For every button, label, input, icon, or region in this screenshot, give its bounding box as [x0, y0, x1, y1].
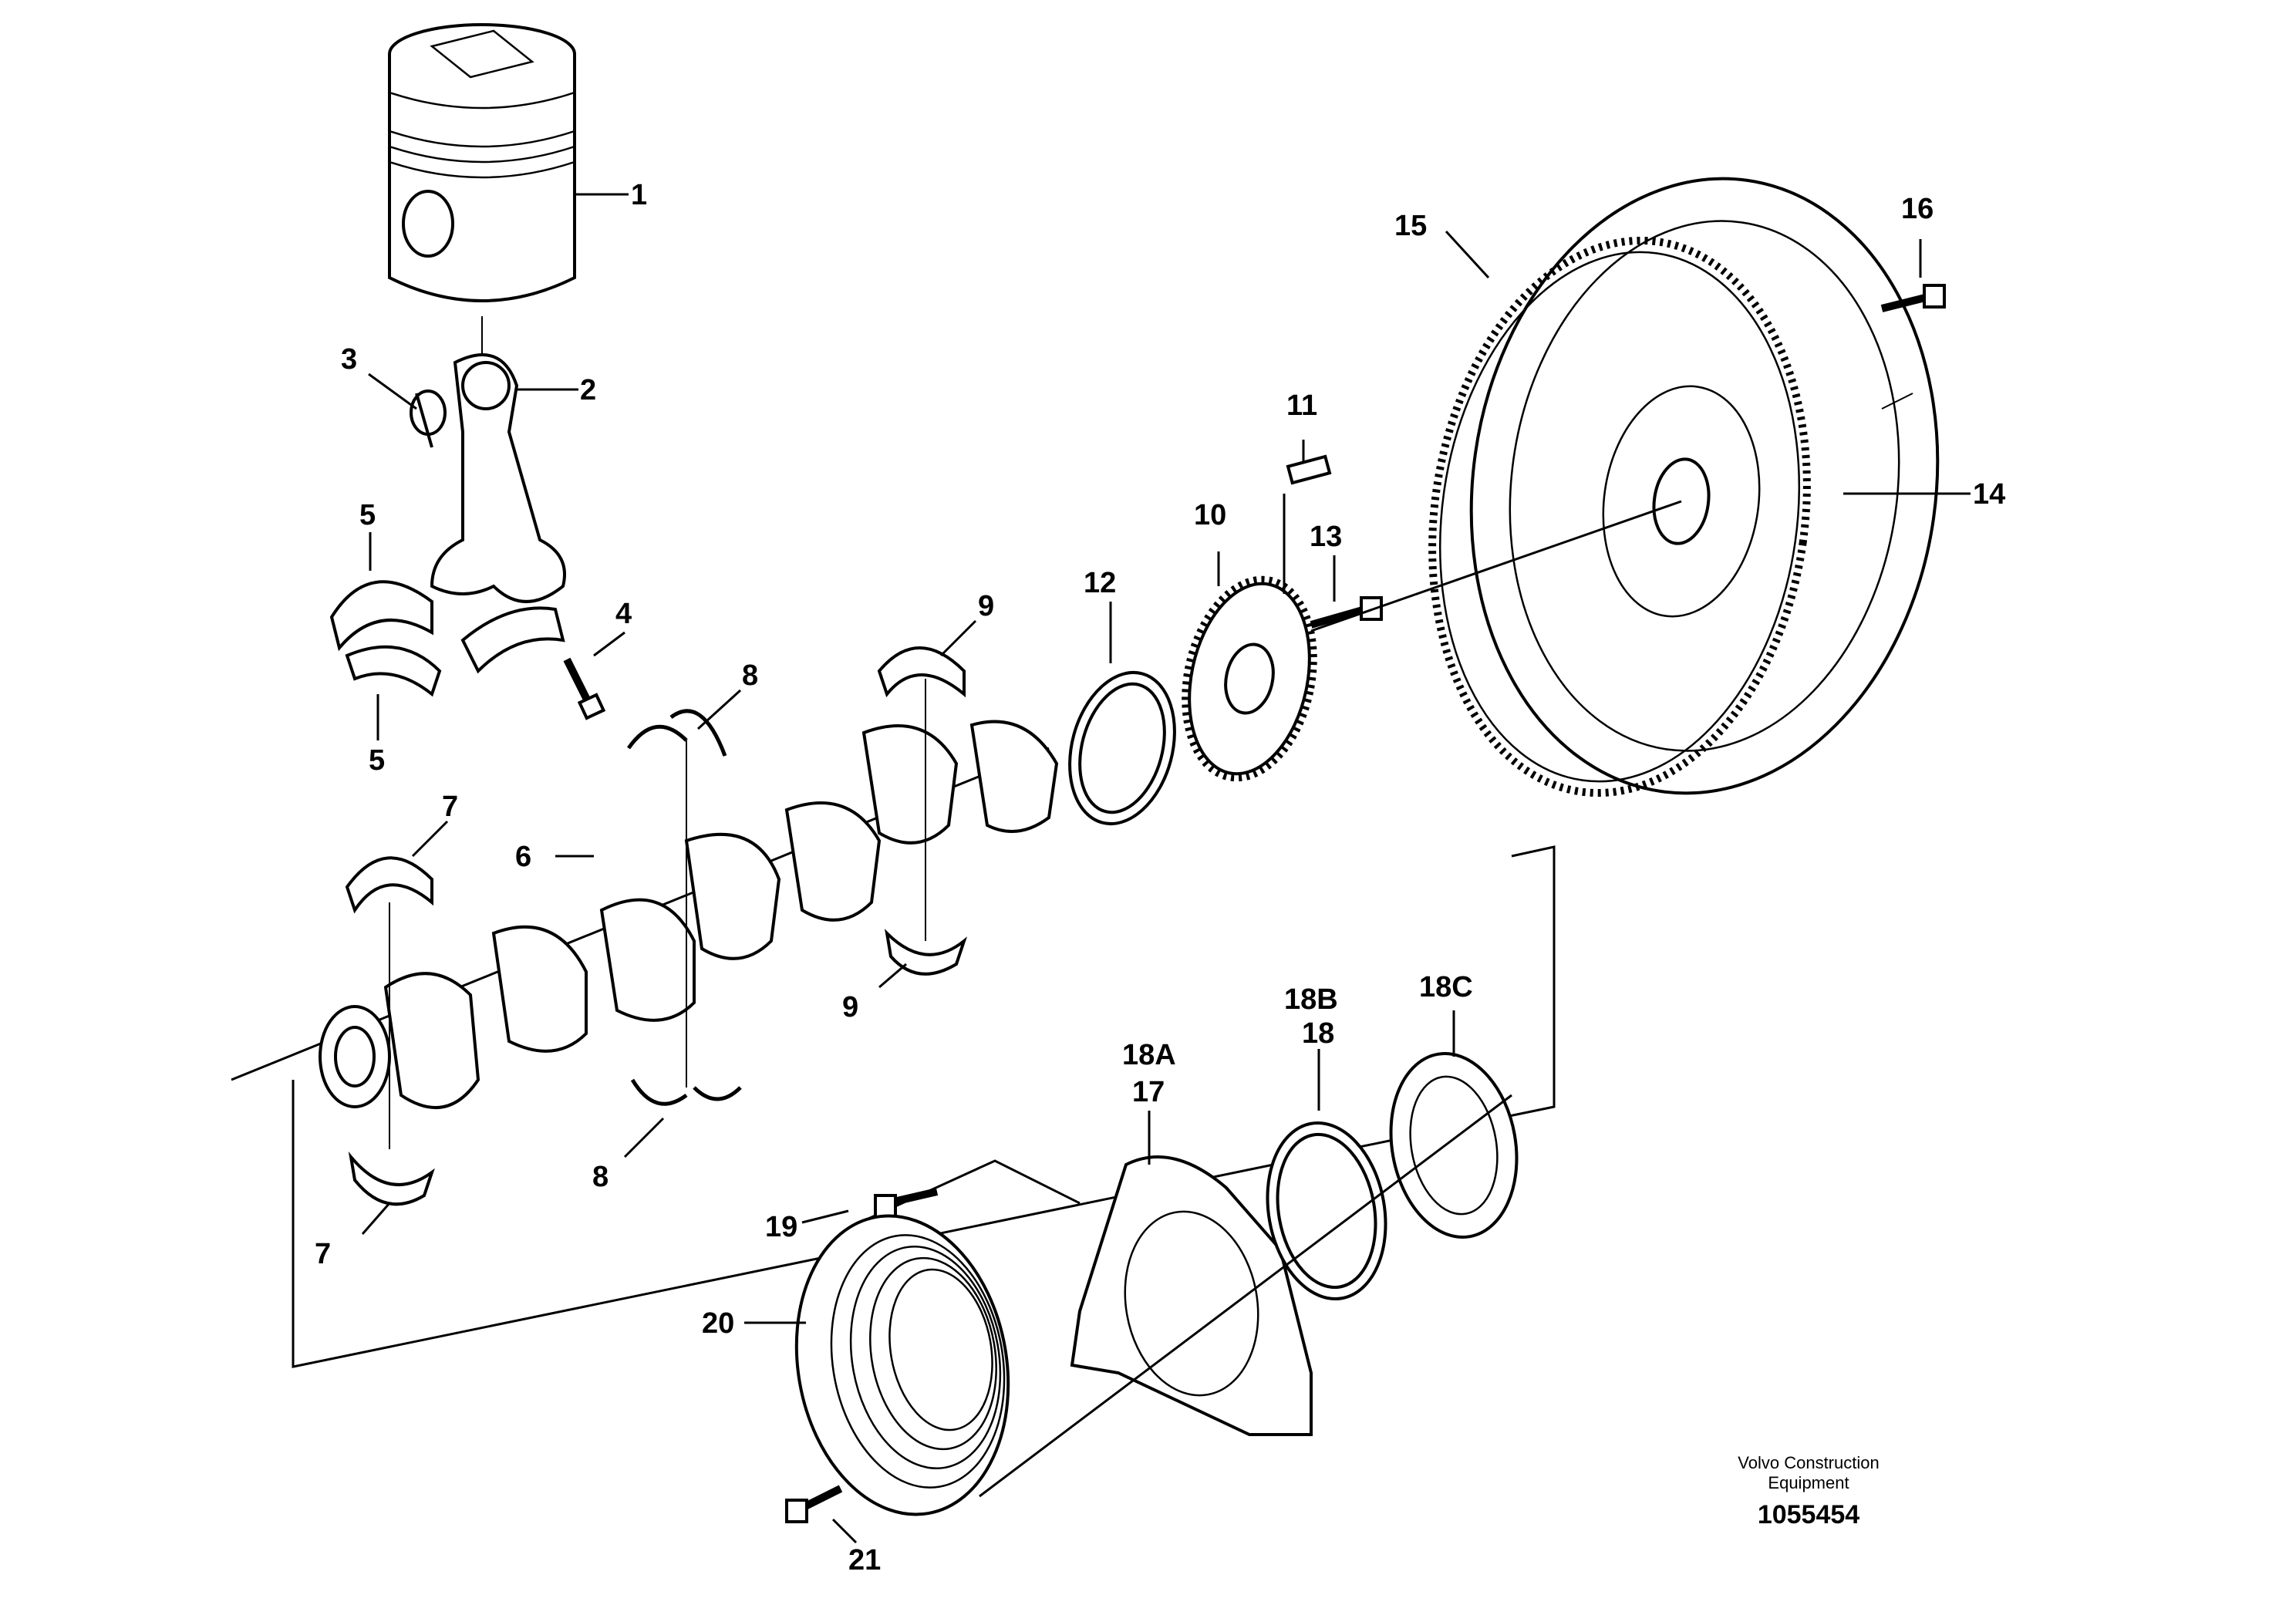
callout-6: 6: [515, 841, 531, 873]
callout-15: 15: [1394, 210, 1427, 242]
crankshaft-gear: [1182, 575, 1317, 782]
connecting-rod: [430, 353, 566, 603]
callout-7-upper: 7: [442, 791, 458, 823]
cover-bolt: [874, 1188, 939, 1219]
reference-number: 1055454: [1758, 1500, 1859, 1529]
sealing-ring: [1068, 670, 1176, 826]
rear-seal-cover: [1070, 1155, 1313, 1436]
callout-18b: 18B: [1284, 983, 1338, 1016]
callout-2: 2: [580, 374, 596, 406]
oil-seal-18c: [1389, 1052, 1519, 1239]
piston: [388, 23, 576, 302]
callout-1: 1: [631, 179, 647, 211]
callout-10: 10: [1194, 499, 1226, 531]
flywheel: [1469, 177, 1940, 795]
callout-21: 21: [848, 1544, 881, 1576]
callout-5-upper: 5: [359, 499, 376, 531]
pulley-screw: [785, 1485, 843, 1523]
manufacturer-block: Volvo Construction Equipment 1055454: [1738, 1453, 1879, 1529]
main-bearing-upper-rear: [877, 646, 966, 698]
callout-20: 20: [702, 1307, 734, 1340]
callout-16: 16: [1901, 193, 1934, 225]
callout-18a: 18A: [1122, 1039, 1176, 1071]
flywheel-bolt: [1880, 284, 1946, 312]
seal-ring-18: [1266, 1121, 1387, 1300]
ring-gear: [1428, 236, 1811, 798]
rod-bolt: [563, 657, 606, 720]
main-bearing-lower-rear: [885, 929, 968, 976]
callout-3: 3: [341, 343, 357, 376]
brand-line-1: Volvo Construction: [1738, 1453, 1879, 1472]
main-bearing-lower-front: [348, 1152, 435, 1206]
callout-13: 13: [1310, 521, 1342, 553]
callout-5-lower: 5: [369, 744, 385, 777]
rod-cap-bearing: [460, 606, 565, 674]
thrust-washer-upper: [626, 709, 727, 757]
crankshaft: [231, 720, 1059, 1109]
callout-12: 12: [1084, 567, 1116, 599]
main-bearing-upper-front: [345, 856, 433, 914]
callout-19: 19: [765, 1211, 797, 1243]
thrust-washer-lower: [630, 1078, 742, 1106]
callout-8-upper: 8: [742, 659, 758, 692]
callout-8-lower: 8: [592, 1161, 609, 1193]
callout-17: 17: [1132, 1076, 1165, 1108]
big-end-bearing-lower: [345, 645, 442, 697]
guide-pin: [1286, 454, 1332, 485]
callout-18: 18: [1302, 1017, 1334, 1050]
callout-9-upper: 9: [978, 590, 994, 622]
callout-labels: 1 2 3 4 5 5 6 7 7 8 8 9 9 10 11 12 13 14…: [315, 179, 2005, 1576]
vibration-damper-pulley: [794, 1214, 1010, 1516]
callout-18c: 18C: [1419, 971, 1473, 1003]
assembly-bracket: [292, 845, 1556, 1368]
brand-line-2: Equipment: [1768, 1473, 1849, 1492]
piston-pin-bushing: [410, 389, 447, 448]
big-end-bearing-upper: [329, 580, 433, 652]
callout-11: 11: [1286, 389, 1317, 422]
callout-7-lower: 7: [315, 1238, 331, 1270]
callout-14: 14: [1973, 478, 2005, 511]
callout-4: 4: [615, 598, 632, 630]
callout-9-lower: 9: [842, 991, 858, 1023]
